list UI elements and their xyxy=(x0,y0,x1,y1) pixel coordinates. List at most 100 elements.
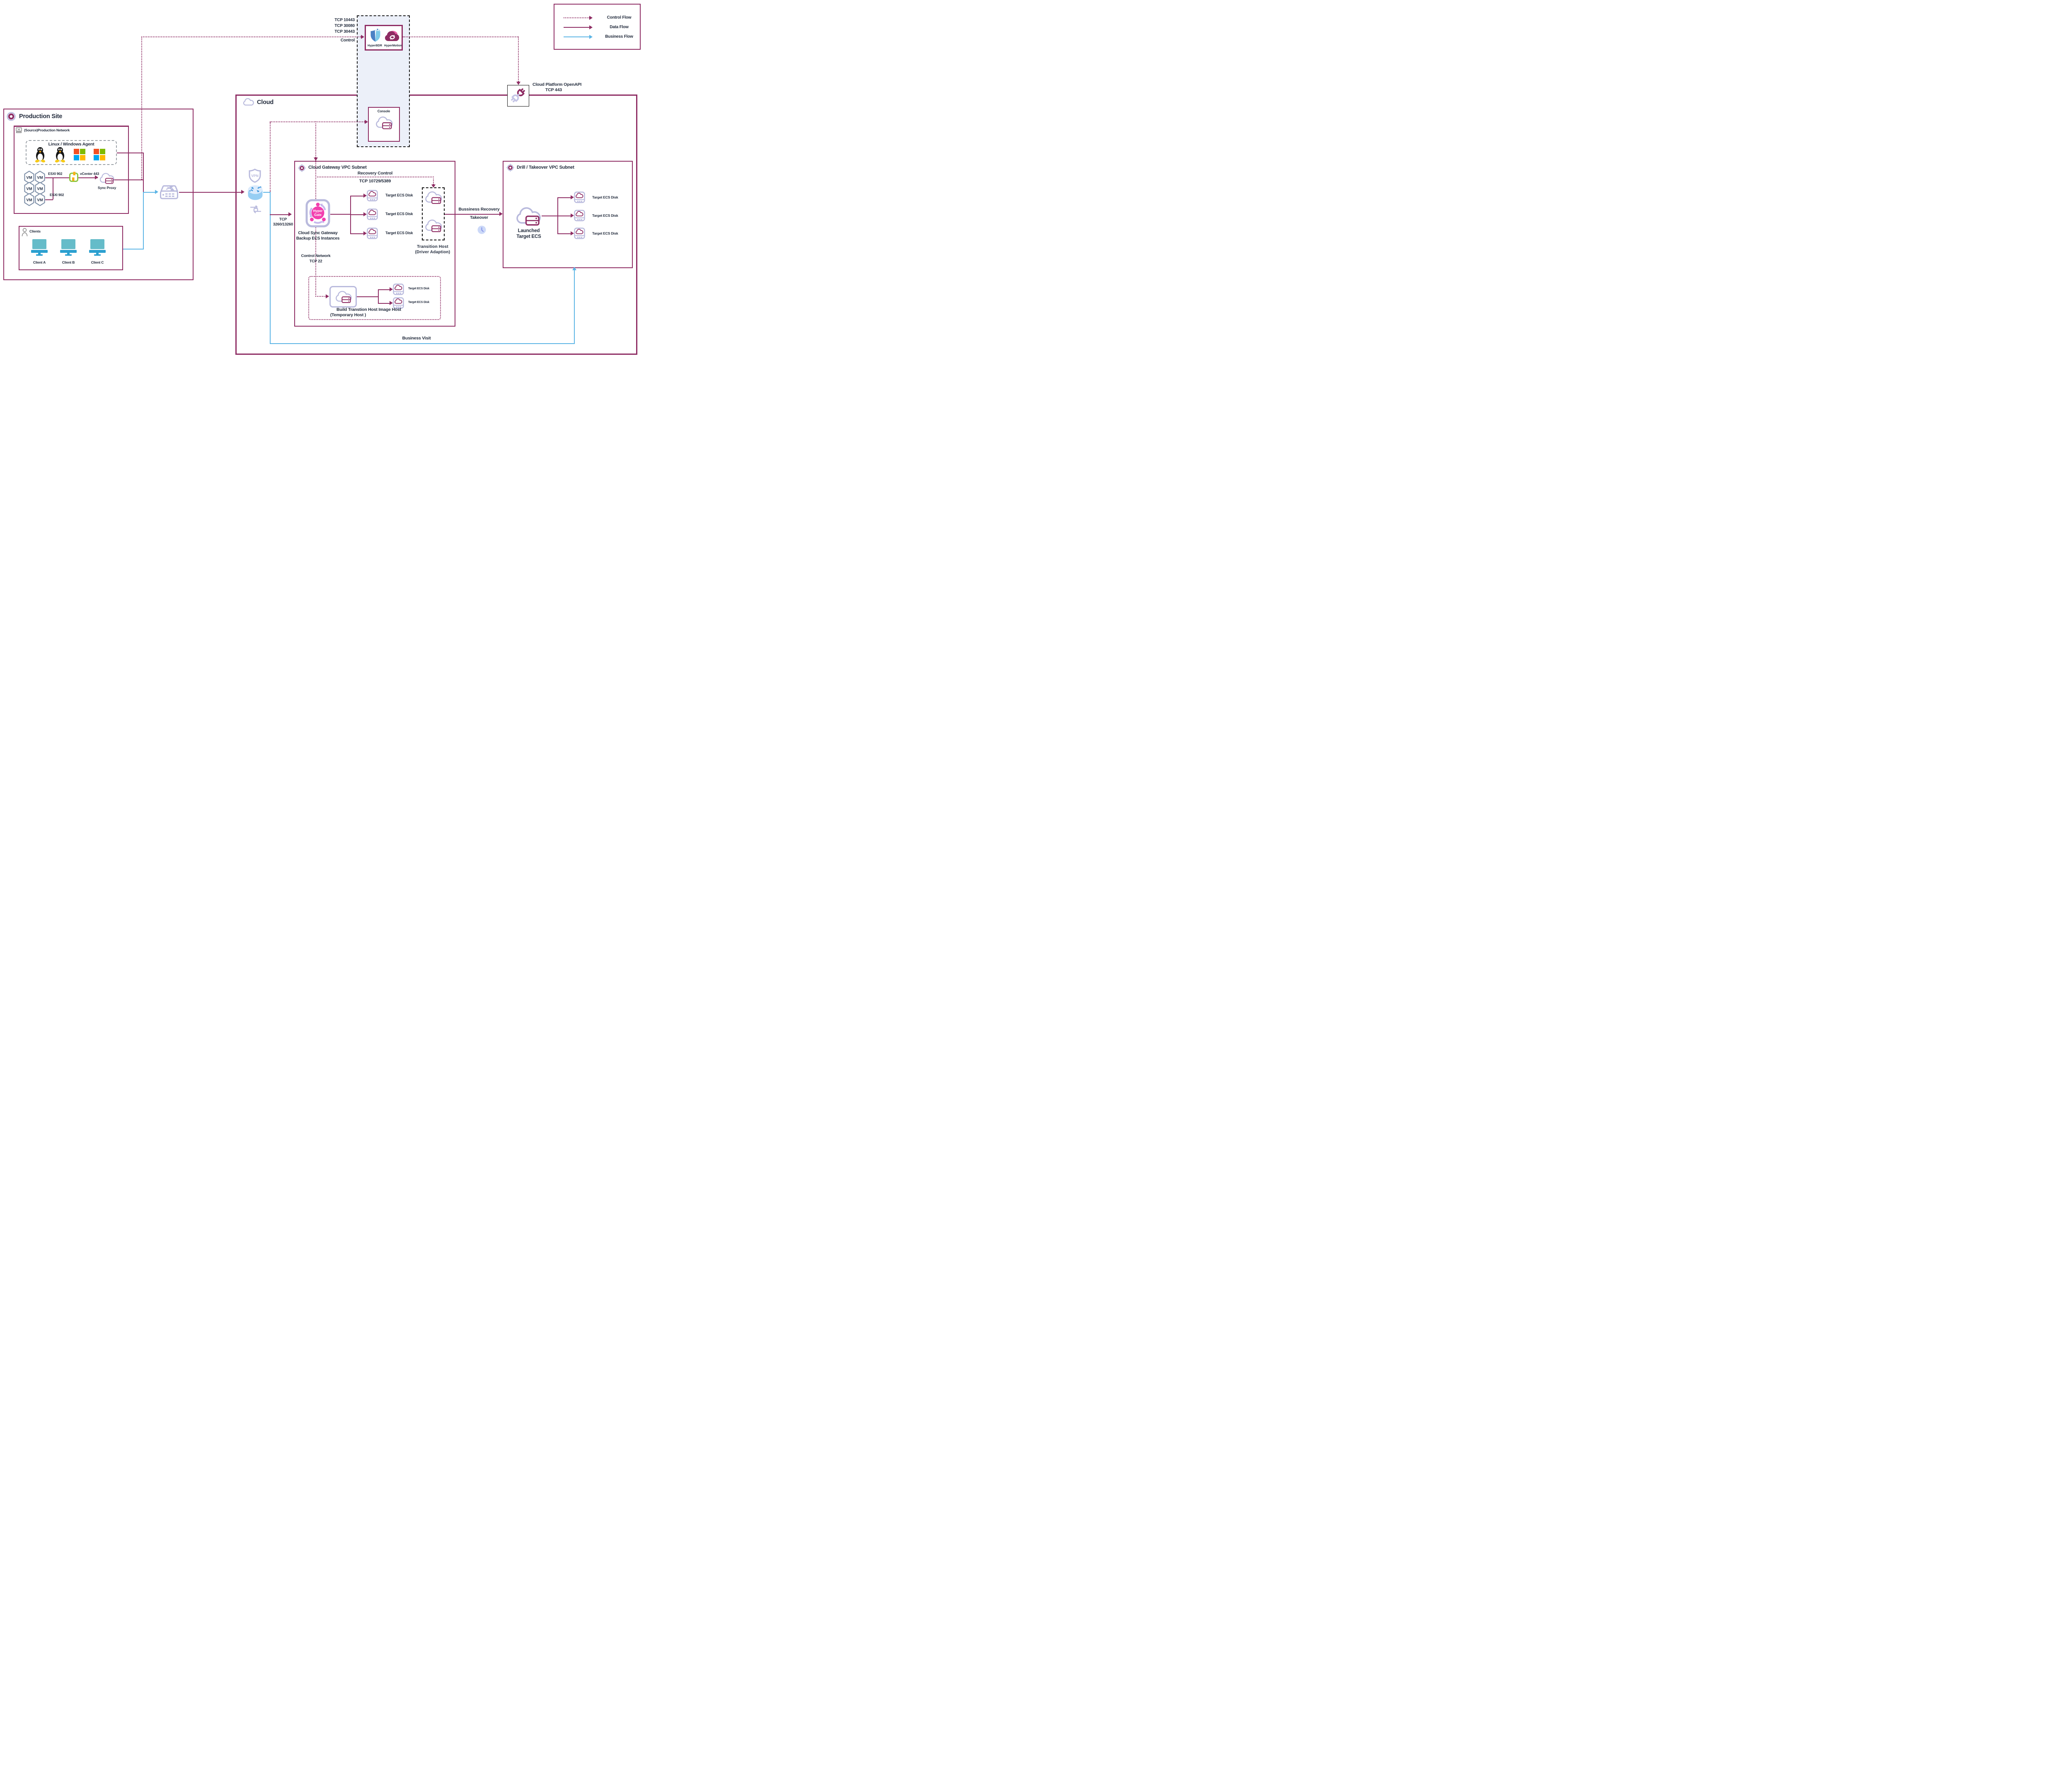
vm-label: VM xyxy=(37,187,43,191)
control-flow-to-console-line xyxy=(270,121,365,122)
transition-in-arrow-icon xyxy=(431,184,436,188)
production-data-trunk-line xyxy=(143,153,144,192)
build-host-label-line1: Build Transtion Host Image Host xyxy=(336,307,401,312)
gateway-in-arrow-icon xyxy=(288,212,292,216)
gateway-top-arrow-icon xyxy=(314,157,318,161)
hypermotion-logo-icon xyxy=(385,31,399,41)
legend-data-label: Data Flow xyxy=(610,25,629,29)
saas-port-label: TCP 30080 xyxy=(334,24,355,28)
instances-label-line1: Cloud Sync Gateway xyxy=(298,231,338,235)
data-flow-ingress-line xyxy=(270,214,288,215)
gateway-subnet-title: Cloud Gateway VPC Subnet xyxy=(308,165,367,170)
client-c-label: Client C xyxy=(91,260,104,264)
drill-disk1-line xyxy=(557,197,571,198)
business-flow-drop-line xyxy=(270,192,271,344)
legend-control-arrow-icon xyxy=(589,16,593,20)
gateway-disk-label: Target ECS Disk xyxy=(385,231,413,235)
ingress-port-label-line1: TCP xyxy=(279,217,287,222)
switch-to-router-line xyxy=(179,192,241,193)
openapi-title: Cloud Platform OpenAPI xyxy=(533,82,582,87)
control-flow-line-production-drop xyxy=(141,36,142,179)
drill-subnet-icon xyxy=(506,164,514,172)
launched-ecs-icon xyxy=(515,206,542,228)
linux-penguin-icon xyxy=(34,147,46,162)
drill-disk1-arrow-icon xyxy=(571,195,574,199)
control-network-label-line2: TCP 22 xyxy=(309,259,322,264)
build-disk2-arrow-icon xyxy=(390,301,393,305)
client-monitor-icon xyxy=(31,239,48,256)
saas-port-label: TCP 30443 xyxy=(334,29,355,34)
legend-box: Control Flow Data Flow Business Flow xyxy=(554,4,641,50)
target-ecs-disk-icon xyxy=(574,228,585,239)
hypergate-label-line1: Hyper xyxy=(313,209,323,213)
vm-label: VM xyxy=(26,176,32,180)
ingress-port-label-line2: 3260/13260 xyxy=(273,222,293,227)
console-in-arrow-icon xyxy=(365,120,368,124)
business-visit-line xyxy=(270,343,575,344)
person-icon xyxy=(22,228,28,236)
vm-label: VM xyxy=(26,187,32,191)
gateway-disk-label: Target ECS Disk xyxy=(385,193,413,197)
legend-business-label: Business Flow xyxy=(605,34,633,39)
hypermotion-label: HyperMotion xyxy=(384,44,402,47)
router-out-line xyxy=(263,192,271,193)
target-ecs-disk-icon xyxy=(367,228,378,239)
build-host-label-line2: (Temporary Host ) xyxy=(330,313,366,317)
to-switch-line xyxy=(143,192,155,193)
build-out-line xyxy=(357,296,379,297)
openapi-box xyxy=(507,85,529,107)
control-flow-build-line xyxy=(315,296,326,297)
disk1-arrow-icon xyxy=(363,194,367,198)
agent-box xyxy=(26,140,117,165)
target-ecs-disk-icon xyxy=(367,208,378,220)
network-switch-small-icon xyxy=(16,127,22,133)
transition-host-icon xyxy=(424,218,443,234)
hypergate-icon: Hyper Gate xyxy=(305,199,330,228)
saas-port-label: TCP 10443 xyxy=(334,18,355,22)
vcenter-icon xyxy=(69,172,78,182)
drill-disk3-arrow-icon xyxy=(571,231,574,235)
openapi-port: TCP 443 xyxy=(545,87,562,92)
business-visit-arrow-icon xyxy=(572,267,576,270)
client-b-label: Client B xyxy=(62,260,75,264)
disk2-line xyxy=(350,214,363,215)
build-host-cloud-server-icon xyxy=(335,290,352,305)
disk2-arrow-icon xyxy=(363,212,367,216)
architecture-diagram: Cloud Control Flow Data Flow Business Fl… xyxy=(0,0,642,355)
build-disk-junction-line xyxy=(378,289,379,303)
plug-icon xyxy=(511,88,525,102)
vpn-label: VPN xyxy=(251,174,258,178)
vm-label: VM xyxy=(37,198,43,203)
clients-title: Clients xyxy=(29,229,41,233)
cloud-icon xyxy=(243,98,254,106)
business-visit-riser-line xyxy=(574,270,575,343)
transition-host-label-line1: Transition Host xyxy=(417,245,448,249)
client-monitor-icon xyxy=(89,239,106,256)
secure-transfer-lock-icon xyxy=(250,205,261,213)
legend-control-line xyxy=(564,17,589,18)
hypergate-out-line xyxy=(330,214,351,215)
control-flow-hypergate-to-build-line xyxy=(315,228,316,297)
vm-icon: VM xyxy=(24,193,34,206)
build-disk-label: Target ECS Disk xyxy=(408,287,429,290)
build-disk1-line xyxy=(378,289,390,290)
sync-proxy-icon xyxy=(99,172,115,185)
launched-ecs-label-line1: Launched xyxy=(518,228,540,233)
build-disk1-arrow-icon xyxy=(390,287,393,291)
build-in-arrow-icon xyxy=(326,294,329,298)
legend-business-line xyxy=(564,36,589,37)
router-icon xyxy=(248,185,263,200)
drill-disk-label: Target ECS Disk xyxy=(592,213,618,218)
saas-control-label: Control xyxy=(340,38,355,43)
production-network-label: (Source)Production Network xyxy=(24,128,70,132)
disk3-line xyxy=(350,233,363,234)
hyperbdr-logo-icon xyxy=(370,29,380,42)
legend-data-arrow-icon xyxy=(589,25,593,29)
legend-business-arrow-icon xyxy=(589,35,593,39)
linux-penguin-icon xyxy=(54,147,66,162)
esxi-bottom-line xyxy=(45,199,53,200)
business-visit-label: Business Visit xyxy=(402,336,431,341)
instances-label-line2: Backup ECS Instances xyxy=(296,236,340,241)
build-host-box xyxy=(308,276,441,320)
drill-subnet-title: Drill / Takeover VPC Subnet xyxy=(517,165,574,170)
